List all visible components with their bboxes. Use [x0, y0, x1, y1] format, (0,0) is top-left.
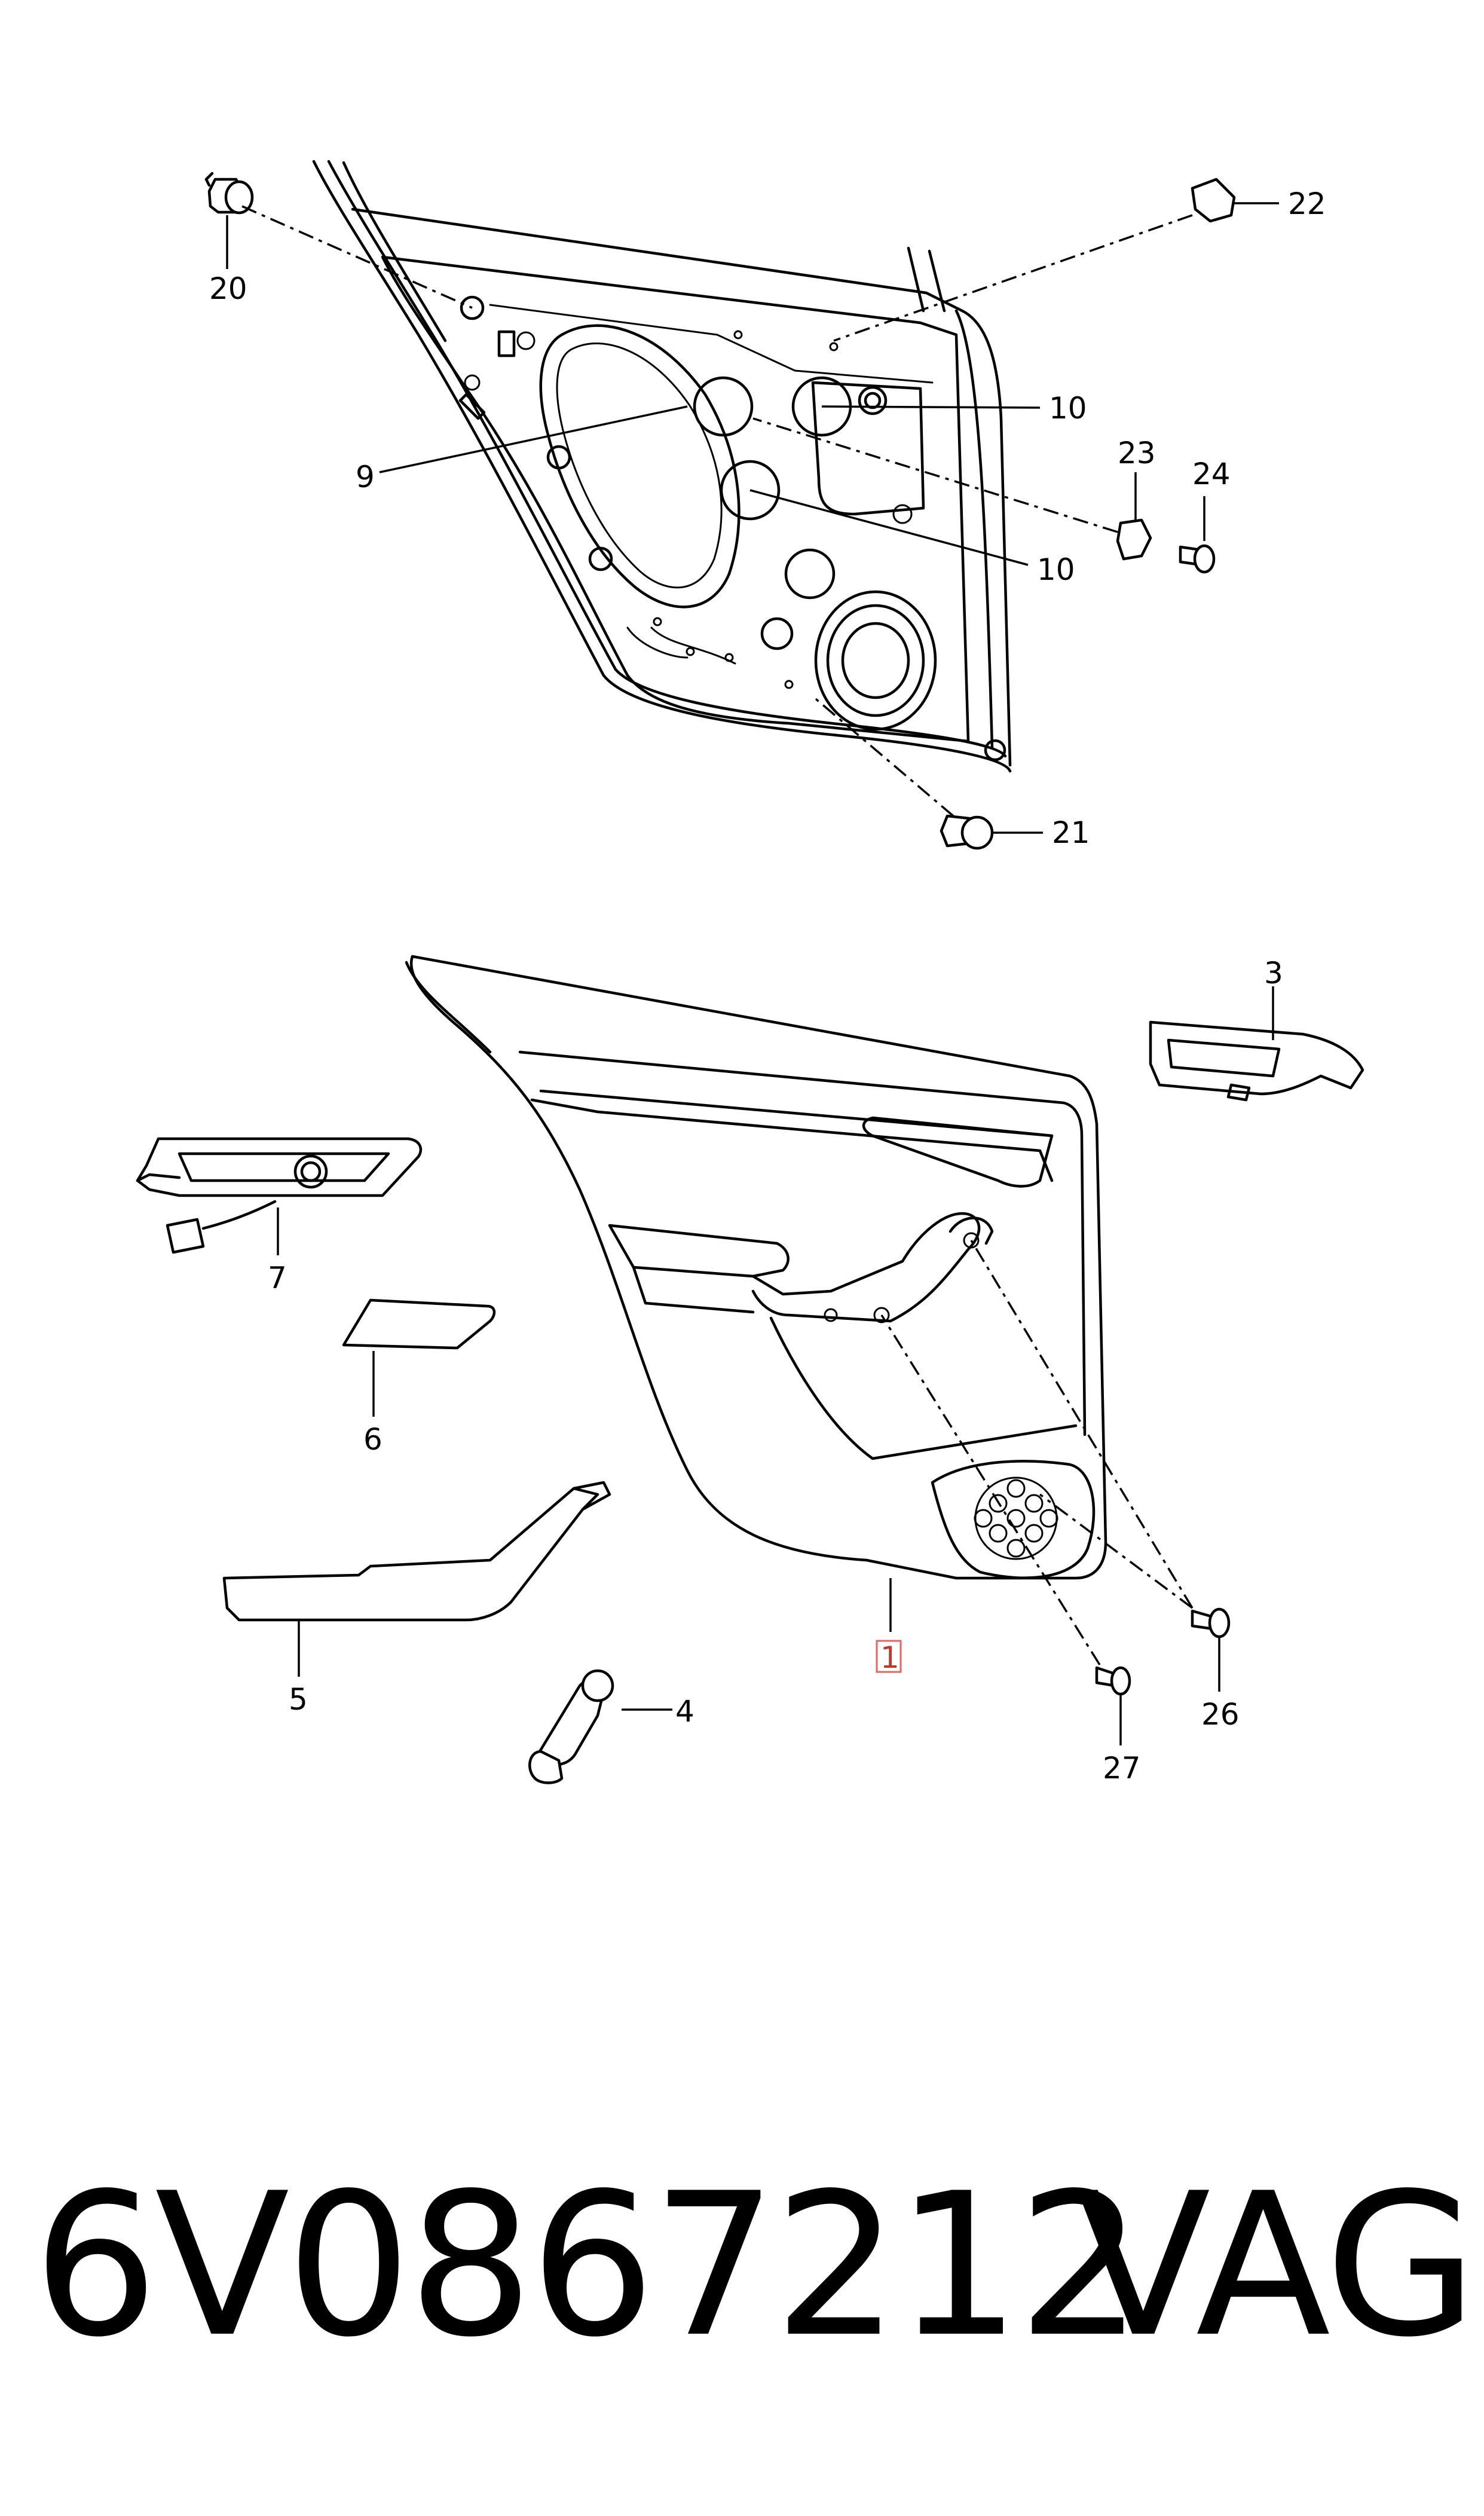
callout-6: 6	[363, 1422, 383, 1457]
callout-1: 1	[880, 1640, 899, 1675]
callout-24: 24	[1192, 457, 1231, 491]
callout-26: 26	[1201, 1697, 1240, 1732]
callout-22: 22	[1288, 187, 1326, 221]
callout-21: 21	[1052, 815, 1090, 850]
highlight-box-1	[876, 1640, 902, 1673]
callout-20: 20	[209, 271, 247, 306]
callout-3: 3	[1264, 956, 1283, 990]
callout-27: 27	[1103, 1751, 1141, 1786]
callout-10-top: 10	[1049, 391, 1087, 426]
brand-label: VAG	[1076, 2151, 1477, 2380]
part-20-clip	[204, 172, 473, 309]
door-inner-panel	[312, 160, 1012, 773]
callout-10-bottom: 10	[1037, 552, 1075, 587]
leader-9	[379, 405, 688, 473]
door-trim-panel	[405, 955, 1107, 1580]
leader-10-top	[821, 405, 1041, 409]
leader-10-bottom	[749, 489, 1029, 566]
speaker-grille-pattern	[974, 1476, 1058, 1560]
part-5-trim-strip	[222, 1481, 611, 1677]
part-24-screw	[1179, 496, 1216, 574]
part-27-screw	[880, 1314, 1131, 1745]
callout-9: 9	[356, 460, 375, 494]
part-23-bracket	[752, 417, 1152, 561]
part-7-door-handle	[136, 1137, 423, 1255]
callout-23: 23	[1118, 436, 1156, 470]
part-4-window-crank	[528, 1669, 672, 1784]
part-number-label: 6V0867212	[33, 2151, 1143, 2380]
callout-5: 5	[289, 1682, 308, 1717]
part-3-switch-bezel	[1149, 986, 1364, 1102]
part-22-clip	[833, 178, 1279, 342]
callout-4: 4	[675, 1694, 694, 1729]
part-21-clip	[812, 695, 1043, 850]
callout-7: 7	[268, 1261, 287, 1295]
part-6-cover	[342, 1298, 496, 1417]
part-26-screw	[970, 1240, 1231, 1692]
